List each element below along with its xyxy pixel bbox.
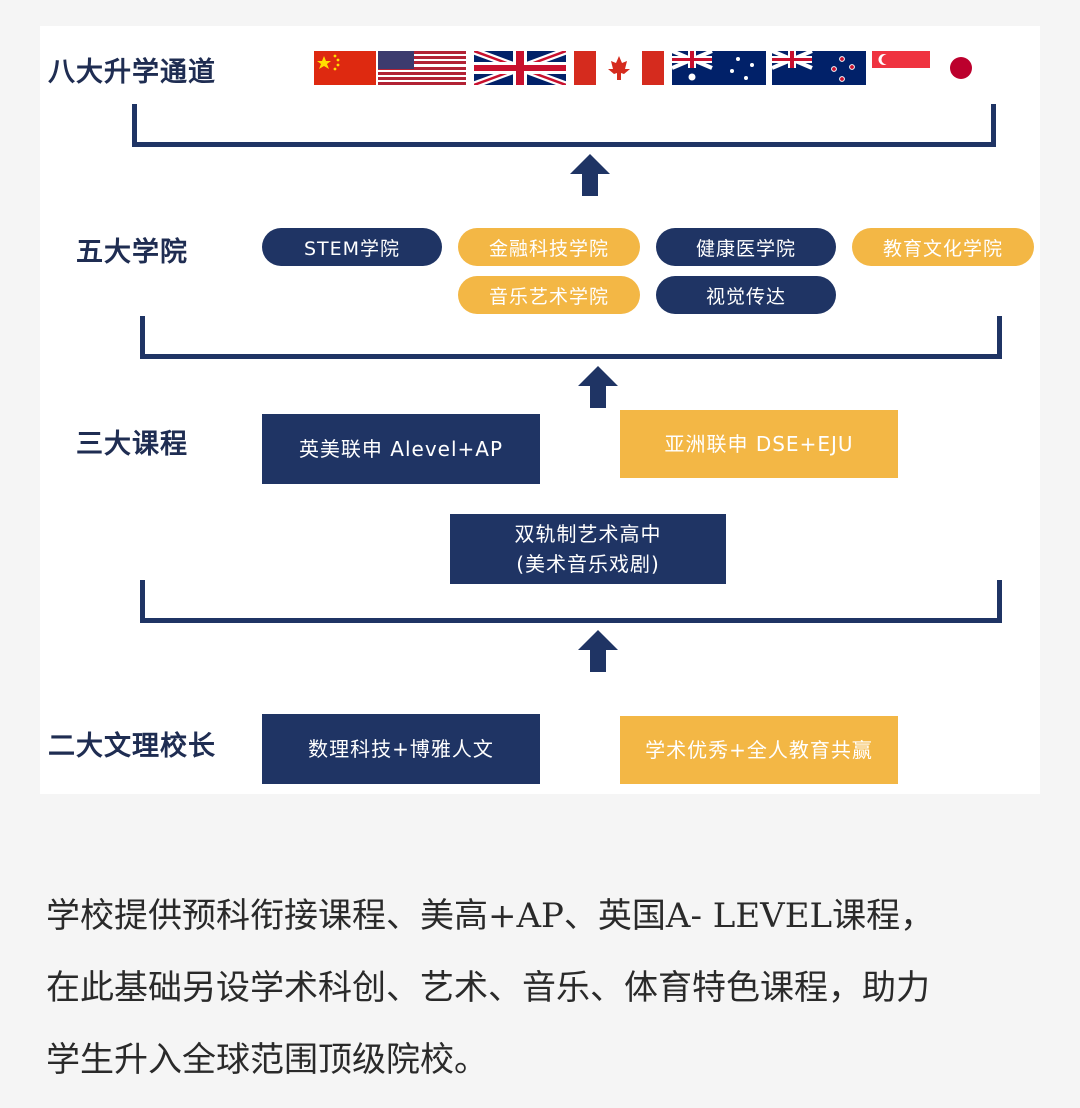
principal-box-science-humanities: 数理科技+博雅人文 xyxy=(262,714,540,784)
up-arrow-icon xyxy=(578,630,618,672)
college-pill-health: 健康医学院 xyxy=(656,228,836,266)
canada-flag xyxy=(574,51,664,85)
usa-flag xyxy=(378,51,466,85)
college-pill-stem: STEM学院 xyxy=(262,228,442,266)
course-label-line1: 双轨制艺术高中 xyxy=(514,522,662,546)
course-label: 英美联申 Alevel+AP xyxy=(298,437,504,461)
china-flag xyxy=(314,51,376,85)
row-label-pathways: 八大升学通道 xyxy=(48,57,216,88)
japan-flag xyxy=(936,51,986,85)
course-box-arts-highschool: 双轨制艺术高中 (美术音乐戏剧) xyxy=(450,514,726,584)
australia-flag xyxy=(672,51,766,85)
caption-line: 学生升入全球范围顶级院校。 xyxy=(46,1040,488,1080)
bracket-pathways xyxy=(132,104,996,147)
new-zealand-flag xyxy=(772,51,866,85)
college-pill-music-arts: 音乐艺术学院 xyxy=(458,276,640,314)
up-arrow-icon xyxy=(578,366,618,408)
course-box-dse-eju: 亚洲联申 DSE+EJU xyxy=(620,410,898,478)
row-label-colleges: 五大学院 xyxy=(76,237,188,268)
singapore-flag xyxy=(872,51,930,85)
uk-flag xyxy=(474,51,566,85)
course-label-line2: (美术音乐戏剧) xyxy=(516,552,660,576)
college-pill-visual: 视觉传达 xyxy=(656,276,836,314)
principal-label: 数理科技+博雅人文 xyxy=(308,737,494,761)
course-label: 亚洲联申 DSE+EJU xyxy=(664,432,854,456)
up-arrow-icon xyxy=(570,154,610,196)
college-pill-fintech: 金融科技学院 xyxy=(458,228,640,266)
principal-box-academic-holistic: 学术优秀+全人教育共赢 xyxy=(620,716,898,784)
row-label-courses: 三大课程 xyxy=(76,429,188,460)
bracket-colleges xyxy=(140,316,1002,359)
course-box-alevel-ap: 英美联申 Alevel+AP xyxy=(262,414,540,484)
college-pill-education: 教育文化学院 xyxy=(852,228,1034,266)
caption-line: 在此基础另设学术科创、艺术、音乐、体育特色课程，助力 xyxy=(46,968,930,1008)
bracket-courses xyxy=(140,580,1002,623)
row-label-principals: 二大文理校长 xyxy=(48,731,216,762)
principal-label: 学术优秀+全人教育共赢 xyxy=(645,738,873,762)
caption-paragraph: 学校提供预科衔接课程、美高+AP、英国A- LEVEL课程， 在此基础另设学术科… xyxy=(46,880,1046,1096)
caption-line: 学校提供预科衔接课程、美高+AP、英国A- LEVEL课程， xyxy=(46,896,935,936)
